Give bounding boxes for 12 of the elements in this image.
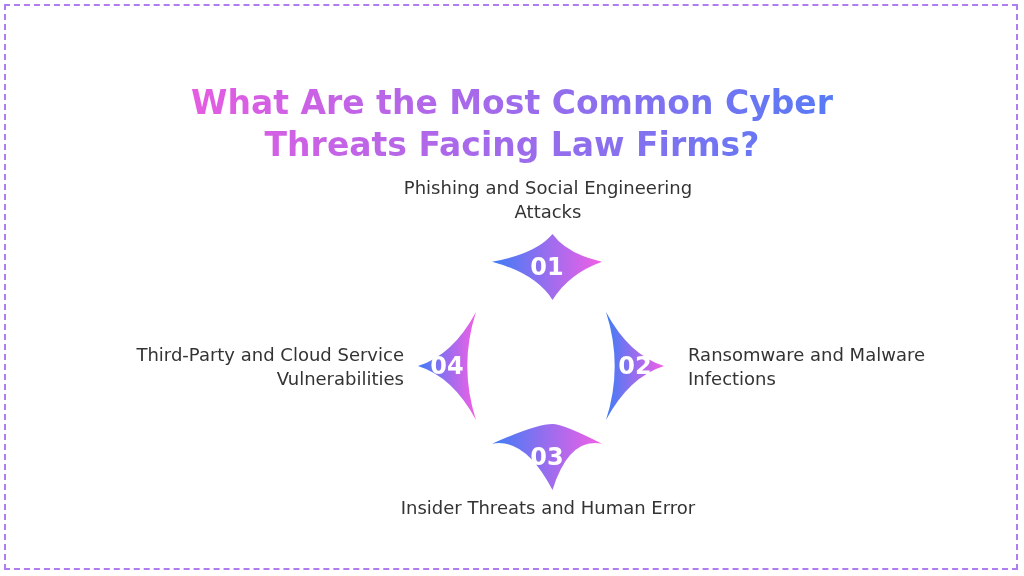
threat-label: Ransomware and Malware Infections bbox=[688, 343, 926, 391]
step-number: 01 bbox=[530, 253, 564, 281]
step-number: 02 bbox=[618, 352, 652, 380]
arrowhead-shape bbox=[492, 234, 602, 300]
threat-label: Phishing and Social Engineering Attacks bbox=[402, 176, 694, 224]
step-number: 03 bbox=[530, 443, 564, 471]
arrowhead-shape bbox=[492, 424, 602, 490]
threat-label: Insider Threats and Human Error bbox=[399, 496, 697, 520]
step-number: 04 bbox=[430, 352, 464, 380]
arrowhead-shape bbox=[606, 312, 664, 420]
arrowhead-shape bbox=[418, 312, 476, 420]
threat-label: Third-Party and Cloud Service Vulnerabilities bbox=[135, 343, 404, 391]
